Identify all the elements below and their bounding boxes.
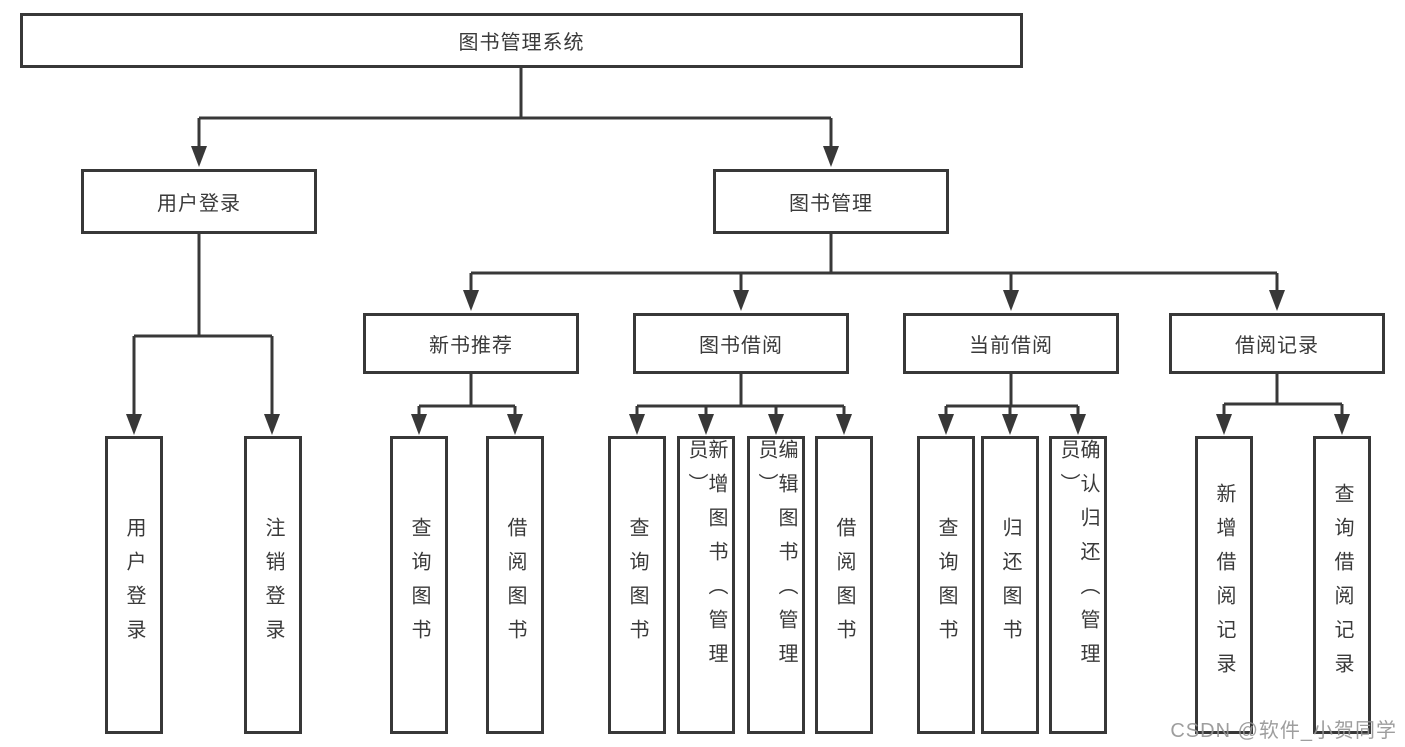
node-borrow-books-recommend: 借阅图书 xyxy=(486,436,544,734)
connector-book-management-split xyxy=(469,234,1279,294)
arrow-icon xyxy=(264,414,280,435)
arrow-icon xyxy=(1003,290,1019,311)
node-label: 用户登录 xyxy=(123,517,145,653)
node-query-books-recommend: 查询图书 xyxy=(390,436,448,734)
node-label: 新增借阅记录 xyxy=(1213,483,1235,687)
arrow-icon xyxy=(411,414,427,435)
node-confirm-return-admin: 确认归还（管理员） xyxy=(1049,436,1107,734)
arrow-icon xyxy=(1002,414,1018,435)
node-library-system: 图书管理系统 xyxy=(20,13,1023,68)
node-borrowing-records: 借阅记录 xyxy=(1169,313,1385,374)
watermark: CSDN @软件_小贺同学 xyxy=(1170,720,1397,742)
node-label: 注销登录 xyxy=(262,517,284,653)
node-label: 借阅记录 xyxy=(1235,335,1319,357)
node-edit-books-admin: 编辑图书（管理员） xyxy=(747,436,805,734)
node-label: 查询借阅记录 xyxy=(1331,483,1353,687)
node-label: 查询图书 xyxy=(408,517,430,653)
node-book-borrowing: 图书借阅 xyxy=(633,313,849,374)
node-label: 当前借阅 xyxy=(969,335,1053,357)
arrowheads xyxy=(126,146,1350,435)
arrow-icon xyxy=(507,414,523,435)
node-label: 查询图书 xyxy=(935,517,957,653)
arrow-icon xyxy=(733,290,749,311)
arrow-icon xyxy=(1334,414,1350,435)
node-query-books-current: 查询图书 xyxy=(917,436,975,734)
node-return-books: 归还图书 xyxy=(981,436,1039,734)
node-logout: 注销登录 xyxy=(244,436,302,734)
node-label: 图书管理系统 xyxy=(458,32,585,54)
node-add-books-admin: 新增图书（管理员） xyxy=(677,436,735,734)
arrow-icon xyxy=(191,146,207,167)
node-book-management: 图书管理 xyxy=(713,169,949,234)
node-login: 用户登录 xyxy=(105,436,163,734)
arrow-icon xyxy=(823,146,839,167)
node-new-book-recommend: 新书推荐 xyxy=(363,313,579,374)
connector-book-borrowing-split xyxy=(635,374,846,418)
node-add-borrow-record: 新增借阅记录 xyxy=(1195,436,1253,734)
arrow-icon xyxy=(629,414,645,435)
node-label: 用户登录 xyxy=(157,193,241,215)
connector-new-book-split xyxy=(417,374,517,418)
node-label: 图书借阅 xyxy=(699,335,783,357)
node-label: 编辑图书（管理员） xyxy=(755,439,797,677)
arrow-icon xyxy=(126,414,142,435)
connector-user-login-split xyxy=(132,234,274,418)
arrow-icon xyxy=(1070,414,1086,435)
connector-current-borrowing-split xyxy=(944,374,1080,418)
arrow-icon xyxy=(1216,414,1232,435)
node-query-borrow-record: 查询借阅记录 xyxy=(1313,436,1371,734)
node-label: 新增图书（管理员） xyxy=(685,439,727,677)
node-label: 查询图书 xyxy=(626,517,648,653)
node-current-borrowing: 当前借阅 xyxy=(903,313,1119,374)
arrow-icon xyxy=(463,290,479,311)
node-label: 归还图书 xyxy=(999,517,1021,653)
node-label: 图书管理 xyxy=(789,193,873,215)
node-label: 新书推荐 xyxy=(429,335,513,357)
node-label: 借阅图书 xyxy=(833,517,855,653)
node-user-login: 用户登录 xyxy=(81,169,317,234)
node-query-books-borrowing: 查询图书 xyxy=(608,436,666,734)
connector-borrowing-records-split xyxy=(1222,374,1344,418)
arrow-icon xyxy=(938,414,954,435)
arrow-icon xyxy=(836,414,852,435)
node-borrow-books: 借阅图书 xyxy=(815,436,873,734)
node-label: 确认归还（管理员） xyxy=(1057,439,1099,677)
node-label: 借阅图书 xyxy=(504,517,526,653)
arrow-icon xyxy=(698,414,714,435)
arrow-icon xyxy=(768,414,784,435)
connector-root-split xyxy=(197,68,833,150)
arrow-icon xyxy=(1269,290,1285,311)
